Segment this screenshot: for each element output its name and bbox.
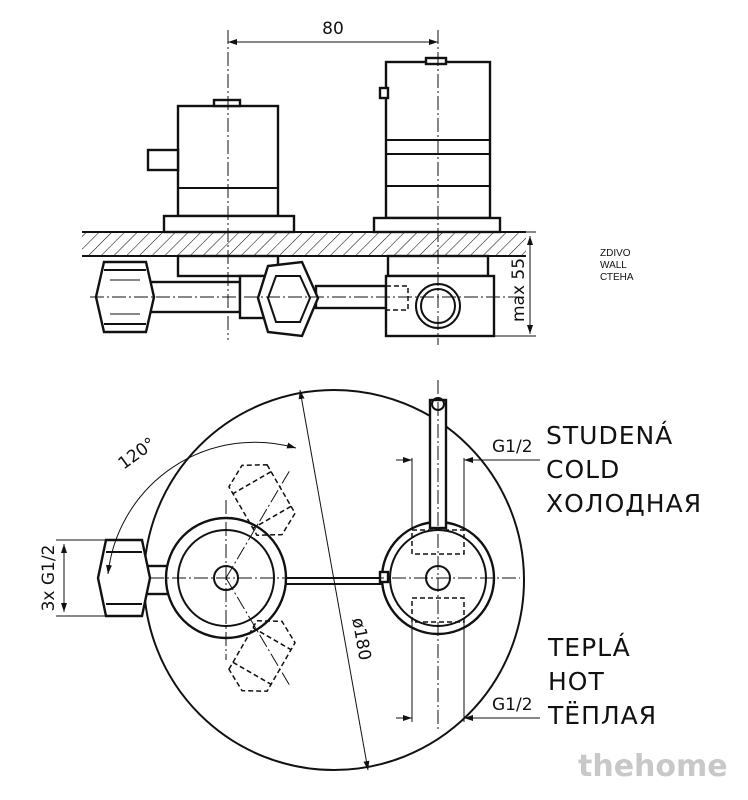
wall-label-en: WALL [600,260,627,271]
hot-label-en: HOT [548,667,605,696]
diameter-180-label: ø180 [347,616,374,662]
right-valve-plan [378,397,496,636]
side-elevation: 80 max 55 ZDIVO WALL СТЕНА [82,19,634,345]
watermark: thehome [578,749,728,784]
hidden-hex-nut-bottom [228,619,296,693]
middle-hex-nut [256,260,320,338]
angle-120-label: 120° [115,434,160,474]
hot-g12-label: G1/2 [492,695,533,715]
left-side-lever [146,148,180,172]
cold-g12-label: G1/2 [492,437,533,457]
dimension-max55-label: max 55 [509,258,529,322]
wall-label-ru: СТЕНА [600,272,634,283]
wall-section [82,232,526,256]
inlets-3x-g12-label: 3x G1/2 [39,545,59,612]
inlet-hex-nut-plan [96,538,152,618]
wall-label-cz: ZDIVO [600,248,631,259]
hot-label-ru: ТЁПЛАЯ [547,701,657,730]
diverter-housing [384,274,496,338]
cold-label-ru: ХОЛОДНАЯ [546,489,702,518]
cold-label-cz: STUDENÁ [546,421,673,450]
cold-label-en: COLD [546,455,620,484]
dimension-80-label: 80 [322,19,344,39]
hot-label-cz: TEPLÁ [547,633,631,662]
plan-view: 120° 3x G1/2 ø180 G1/2 G1/2 STUDENÁ COLD… [39,380,702,771]
